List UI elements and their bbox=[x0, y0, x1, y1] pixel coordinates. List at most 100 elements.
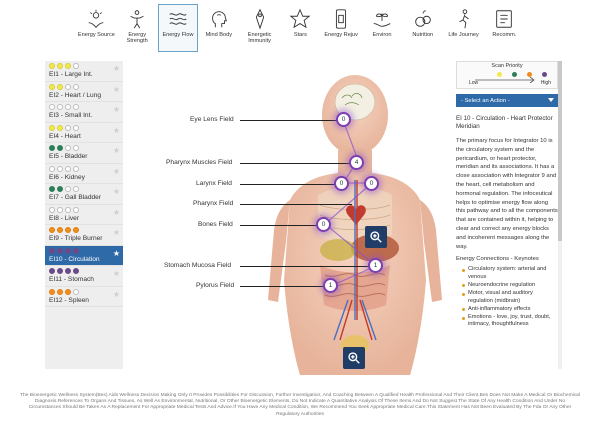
star-icon[interactable]: ★ bbox=[112, 289, 120, 299]
tool-stars[interactable]: Stars bbox=[280, 4, 321, 52]
tool-energy-flow[interactable]: Energy Flow bbox=[157, 4, 199, 52]
priority-dots bbox=[49, 247, 123, 254]
action-dropdown[interactable]: - Select an Action - bbox=[456, 94, 558, 107]
star-icon[interactable]: ★ bbox=[112, 84, 120, 94]
star-icon[interactable]: ★ bbox=[112, 166, 120, 176]
list-item-label: EI7 - Gall Bladder bbox=[49, 194, 102, 201]
tool-life-journey[interactable]: Life Journey bbox=[443, 4, 484, 52]
keynote-item: Neuroendocrine regulation bbox=[462, 282, 558, 289]
priority-dots bbox=[49, 186, 123, 192]
list-item[interactable]: EI3 - Small Int. ★ bbox=[45, 102, 123, 123]
list-item[interactable]: EI5 - Bladder ★ bbox=[45, 143, 123, 164]
list-item[interactable]: EI12 - Spleen ★ bbox=[45, 287, 123, 307]
field-label: Pharynx Field bbox=[193, 200, 234, 207]
star-icon[interactable]: ★ bbox=[112, 105, 120, 114]
tool-mind-body[interactable]: Mind Body bbox=[198, 4, 239, 52]
list-item-label: EI12 - Spleen bbox=[49, 296, 89, 304]
tool-energy-rejuv[interactable]: Energy Rejuv bbox=[321, 4, 362, 52]
star-icon[interactable]: ★ bbox=[112, 187, 120, 196]
scan-priority-title: Scan Priority bbox=[491, 63, 523, 69]
panel-scrollbar[interactable] bbox=[558, 61, 562, 369]
tool-label: Energy Rejuv bbox=[324, 32, 358, 38]
phone-battery-icon bbox=[336, 9, 347, 29]
list-item[interactable]: EI11 - Stomach ★ bbox=[45, 266, 123, 287]
tool-label: Life Journey bbox=[448, 32, 479, 38]
list-item[interactable]: EI1 - Large Int. ★ bbox=[45, 61, 123, 82]
tool-environ[interactable]: Environ bbox=[362, 4, 403, 52]
list-item[interactable]: EI2 - Heart / Lung ★ bbox=[45, 82, 123, 102]
tool-label: Energy Flow bbox=[162, 32, 194, 38]
field-label: Bones Field bbox=[198, 221, 233, 228]
list-item-label: EI6 - Kidney bbox=[49, 173, 85, 181]
star-icon[interactable]: ★ bbox=[112, 146, 120, 155]
priority-dots bbox=[49, 145, 123, 151]
plant-hand-icon bbox=[373, 13, 391, 27]
list-item-label: EI2 - Heart / Lung bbox=[49, 91, 102, 99]
action-dropdown-label: - Select an Action - bbox=[461, 97, 510, 104]
priority-dots bbox=[49, 83, 123, 90]
priority-dots bbox=[49, 206, 123, 213]
field-marker[interactable]: 4 bbox=[349, 155, 364, 170]
tool-label: Stars bbox=[293, 32, 307, 38]
priority-dots bbox=[49, 288, 123, 295]
keynote-item: Emotions - love, joy, trust, doubt, inti… bbox=[462, 314, 558, 329]
zoom-button[interactable] bbox=[343, 347, 365, 369]
list-item[interactable]: EI9 - Triple Burner ★ bbox=[45, 225, 123, 246]
tool-label: Nutrition bbox=[412, 32, 434, 38]
star-icon[interactable]: ★ bbox=[112, 125, 120, 135]
list-item[interactable]: EI7 - Gall Bladder ★ bbox=[45, 184, 123, 205]
zoom-button[interactable] bbox=[365, 226, 387, 248]
field-marker[interactable]: 0 bbox=[316, 217, 331, 232]
star-icon[interactable]: ★ bbox=[112, 269, 120, 278]
tool-label: Mind Body bbox=[205, 32, 232, 38]
leader-line bbox=[240, 184, 335, 185]
description-body: The primary focus for Integrator 10 is t… bbox=[456, 138, 558, 250]
list-item-label: EI11 - Stomach bbox=[49, 276, 94, 283]
list-item-selected[interactable]: EI10 - Circulation ★ bbox=[45, 245, 123, 266]
priority-dots bbox=[49, 104, 123, 110]
field-marker[interactable]: 1 bbox=[368, 258, 383, 273]
priority-dots bbox=[49, 124, 123, 131]
list-item[interactable]: EI6 - Kidney ★ bbox=[45, 164, 123, 184]
star-icon[interactable]: ★ bbox=[112, 207, 120, 217]
list-item-label: EI5 - Bladder bbox=[49, 153, 88, 160]
tool-energetic-immunity[interactable]: Energetic Immunity bbox=[239, 4, 280, 52]
leader-line bbox=[240, 163, 350, 164]
list-item-label: EI10 - Circulation bbox=[49, 255, 100, 263]
tool-label: Recomm. bbox=[492, 32, 517, 38]
priority-dots bbox=[49, 268, 123, 274]
tool-nutrition[interactable]: Nutrition bbox=[402, 4, 443, 52]
list-item-label: EI3 - Small Int. bbox=[49, 112, 93, 119]
keynote-item: Circulatory system: arterial and venous bbox=[462, 266, 558, 281]
tool-label: Energetic Immunity bbox=[247, 32, 272, 44]
scan-low-label: Low bbox=[469, 80, 479, 86]
list-item[interactable]: EI4 - Heart ★ bbox=[45, 123, 123, 143]
description-title: EI 10 - Circulation - Heart Protector Me… bbox=[456, 115, 553, 130]
tool-energy-strength[interactable]: Energy Strength bbox=[117, 4, 158, 52]
detail-panel: Scan Priority Low High - Select an Actio… bbox=[456, 61, 558, 369]
scan-priority-dots bbox=[497, 72, 547, 77]
leader-line bbox=[240, 204, 352, 205]
leader-line bbox=[240, 266, 369, 267]
field-label: Pylorus Field bbox=[196, 282, 235, 289]
shield-figure-icon bbox=[255, 8, 264, 30]
tool-recommendations[interactable]: Recomm. bbox=[484, 4, 525, 52]
tool-label: Environ bbox=[372, 32, 392, 38]
field-label: Larynx Field bbox=[196, 180, 232, 187]
star-icon[interactable]: ★ bbox=[112, 64, 120, 73]
star-icon[interactable]: ★ bbox=[112, 228, 120, 237]
star-icon[interactable]: ★ bbox=[112, 248, 120, 258]
fruit-icon bbox=[414, 10, 431, 27]
priority-dots bbox=[49, 165, 123, 172]
integrator-list: EI1 - Large Int. ★ EI2 - Heart / Lung ★ … bbox=[45, 61, 123, 369]
tool-energy-source[interactable]: Energy Source bbox=[76, 4, 117, 52]
field-marker[interactable]: 0 bbox=[334, 176, 349, 191]
tool-label: Energy Strength bbox=[126, 32, 148, 44]
field-marker[interactable]: 0 bbox=[336, 112, 351, 127]
keynote-item: Anti-inflammatory effects bbox=[462, 306, 558, 313]
list-item-label: EI9 - Triple Burner bbox=[49, 235, 103, 242]
field-marker[interactable]: 1 bbox=[323, 278, 338, 293]
scrollbar-thumb[interactable] bbox=[558, 61, 562, 241]
list-item[interactable]: EI8 - Liver ★ bbox=[45, 205, 123, 225]
field-marker[interactable]: 0 bbox=[364, 176, 379, 191]
